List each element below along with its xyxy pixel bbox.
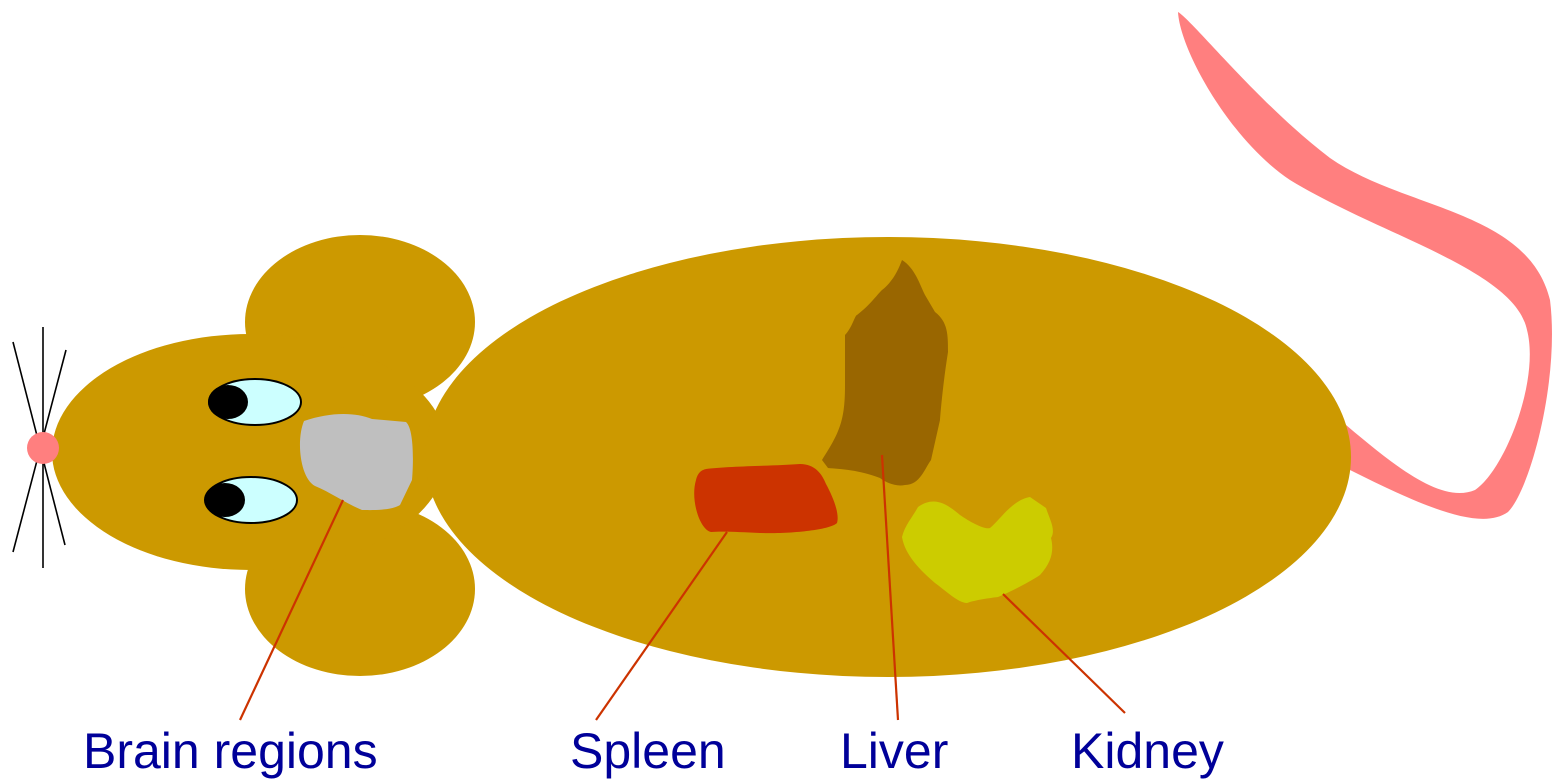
- upper-eye: [208, 379, 301, 425]
- label-brain-regions: Brain regions: [83, 723, 378, 779]
- mouse-nose: [27, 432, 59, 464]
- label-spleen: Spleen: [570, 723, 726, 779]
- spleen-organ: [694, 464, 837, 533]
- label-liver: Liver: [840, 723, 948, 779]
- label-kidney: Kidney: [1071, 723, 1224, 779]
- lower-eye: [205, 477, 297, 523]
